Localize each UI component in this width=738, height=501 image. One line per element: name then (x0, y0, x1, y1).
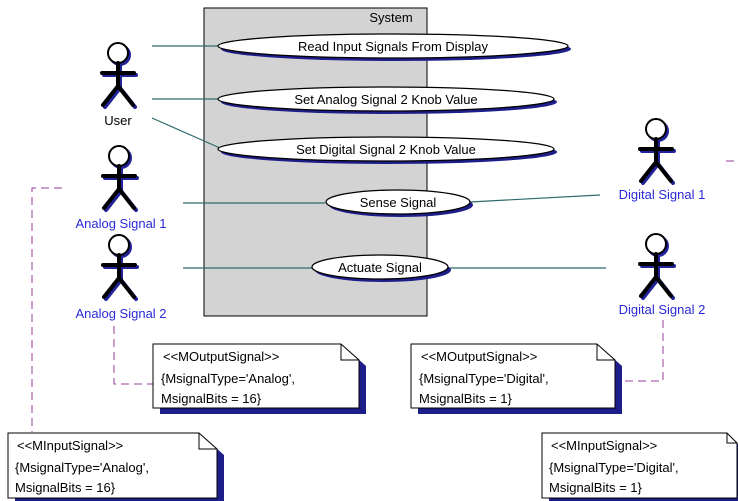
actor-digital-signal-1[interactable]: Digital Signal 1 (619, 118, 706, 202)
use-case-label: Sense Signal (360, 195, 437, 210)
use-case-set-digital-knob[interactable]: Set Digital Signal 2 Knob Value (217, 136, 557, 164)
actor-label: Digital Signal 2 (619, 302, 706, 317)
use-case-actuate-signal[interactable]: Actuate Signal (311, 254, 451, 282)
note-line: MsignalBits = 16} (161, 391, 262, 406)
actor-label: Digital Signal 1 (619, 187, 706, 202)
anchor-analog1-input-note (31, 187, 62, 432)
actor-analog-signal-2[interactable]: Analog Signal 2 (75, 234, 167, 321)
note-line: MsignalBits = 1} (419, 391, 513, 406)
note-digital-output-signal[interactable]: <<MOutputSignal>> {MsignalType='Digital'… (410, 343, 622, 414)
note-line: {MsignalType='Analog', (15, 460, 149, 475)
anchor-digital2-output-note (621, 320, 664, 382)
note-line: <<MInputSignal>> (551, 438, 657, 453)
note-line: MsignalBits = 16} (15, 480, 116, 495)
note-analog-output-signal[interactable]: <<MOutputSignal>> {MsignalType='Analog',… (152, 343, 366, 414)
note-line: MsignalBits = 1} (549, 480, 643, 495)
assoc-digital1-sense (469, 194, 601, 203)
use-case-label: Read Input Signals From Display (298, 39, 489, 54)
use-case-read-input[interactable]: Read Input Signals From Display (217, 33, 571, 61)
anchor-analog2-output-note (113, 326, 155, 385)
note-line: <<MOutputSignal>> (421, 349, 537, 364)
actor-label: User (104, 113, 132, 128)
actor-analog-signal-1[interactable]: Analog Signal 1 (75, 145, 167, 231)
note-line: <<MInputSignal>> (17, 438, 123, 453)
note-analog-input-signal[interactable]: <<MInputSignal>> {MsignalType='Analog', … (7, 432, 224, 501)
use-case-label: Set Digital Signal 2 Knob Value (296, 142, 476, 157)
actor-label: Analog Signal 1 (75, 216, 166, 231)
use-case-set-analog-knob[interactable]: Set Analog Signal 2 Knob Value (217, 86, 557, 114)
use-case-label: Set Analog Signal 2 Knob Value (294, 92, 477, 107)
note-line: <<MOutputSignal>> (163, 349, 279, 364)
note-line: {MsignalType='Digital', (549, 460, 679, 475)
note-digital-input-signal[interactable]: <<MInputSignal>> {MsignalType='Digital',… (541, 432, 738, 501)
actor-label: Analog Signal 2 (75, 306, 166, 321)
actor-user[interactable]: User (100, 42, 138, 128)
use-case-sense-signal[interactable]: Sense Signal (325, 189, 473, 217)
system-label: System (369, 10, 412, 25)
actor-digital-signal-2[interactable]: Digital Signal 2 (619, 233, 706, 317)
use-case-label: Actuate Signal (338, 260, 422, 275)
note-line: {MsignalType='Digital', (419, 371, 549, 386)
assoc-user-set-digital (151, 117, 221, 149)
note-line: {MsignalType='Analog', (161, 371, 295, 386)
